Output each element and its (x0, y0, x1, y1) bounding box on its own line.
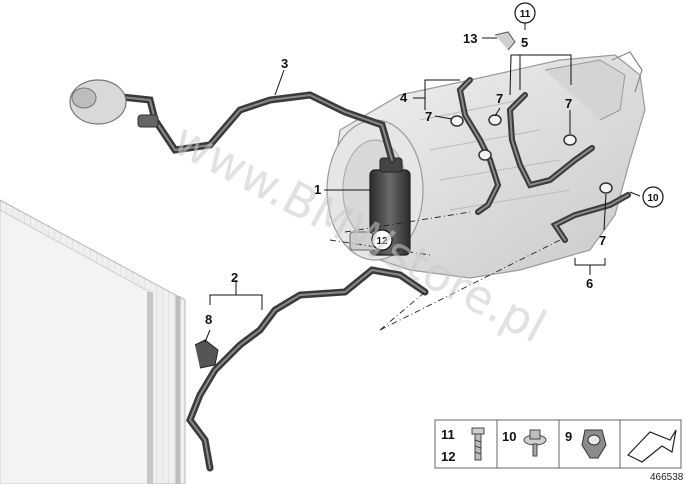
callout-11: 11 (514, 2, 536, 24)
callout-5: 5 (521, 35, 528, 50)
radiator (0, 199, 186, 484)
callout-6: 6 (586, 276, 593, 291)
svg-text:1: 1 (314, 182, 321, 197)
hose-line-3 (108, 91, 396, 164)
hose-line-6 (550, 192, 631, 243)
callout-3: 3 (281, 56, 288, 71)
clip-icon (581, 429, 607, 459)
svg-text:7: 7 (496, 91, 503, 106)
diagram-id: 466538 (650, 472, 684, 483)
reference-lines (329, 211, 561, 331)
hose-line-5 (506, 92, 595, 189)
svg-text:4: 4 (400, 90, 408, 105)
svg-text:3: 3 (281, 56, 288, 71)
direction-arrow-icon (627, 429, 677, 463)
svg-text:10: 10 (502, 429, 516, 444)
pump-unit (69, 79, 159, 128)
svg-text:13: 13 (463, 31, 477, 46)
callout-7-d: 7 (599, 233, 606, 248)
callout-2: 2 (231, 270, 238, 285)
svg-text:6: 6 (586, 276, 593, 291)
legend-cell-collar-screw: 10 (502, 429, 547, 457)
legend-cell-bolt: 11 12 (441, 427, 485, 464)
callout-1: 1 (314, 182, 321, 197)
svg-text:11: 11 (441, 427, 455, 442)
callout-7-a: 7 (425, 109, 432, 124)
legend-table: 11 12 10 9 (434, 419, 682, 469)
svg-text:2: 2 (231, 270, 238, 285)
callout-12: 12 (371, 229, 393, 251)
bolt-icon (471, 427, 485, 461)
svg-text:10: 10 (647, 193, 659, 204)
legend-cell-clip: 9 (565, 429, 607, 459)
svg-text:7: 7 (425, 109, 432, 124)
leader-lines (204, 20, 641, 343)
svg-text:9: 9 (565, 429, 572, 444)
svg-text:5: 5 (521, 35, 528, 50)
bracket-8 (194, 339, 219, 369)
svg-text:7: 7 (565, 96, 572, 111)
svg-text:7: 7 (599, 233, 606, 248)
callout-8: 8 (205, 312, 212, 327)
collar-screw-icon (523, 429, 547, 457)
svg-text:12: 12 (376, 236, 388, 247)
callout-10: 10 (642, 186, 664, 208)
callout-13: 13 (463, 31, 477, 46)
sealing-rings (450, 114, 613, 194)
callout-7-b: 7 (496, 91, 503, 106)
svg-text:11: 11 (520, 9, 531, 20)
svg-text:8: 8 (205, 312, 212, 327)
hose-line-2 (186, 266, 429, 472)
callout-7-c: 7 (565, 96, 572, 111)
callout-4: 4 (400, 90, 408, 105)
svg-text:12: 12 (441, 449, 455, 464)
clip-13 (494, 31, 516, 51)
